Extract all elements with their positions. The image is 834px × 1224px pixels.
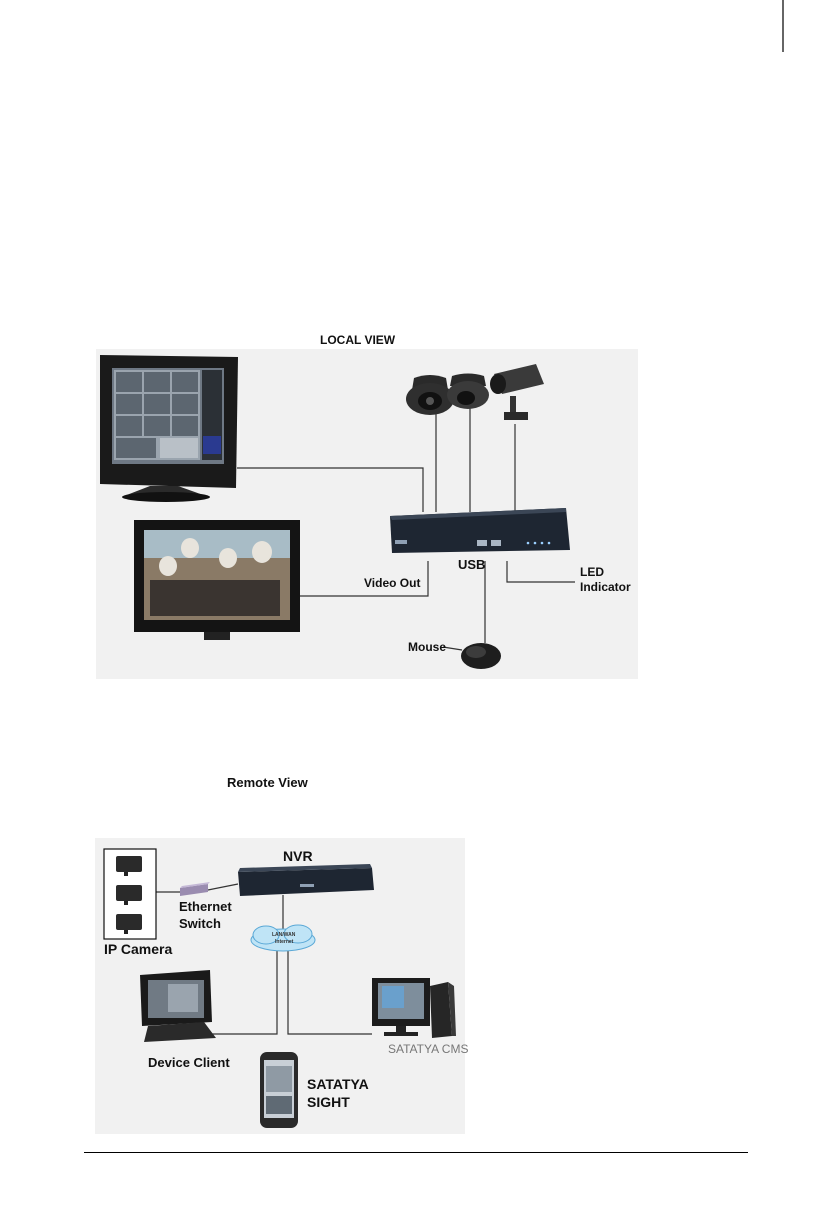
cms-computer — [372, 978, 456, 1038]
footer-rule — [84, 1152, 748, 1153]
lan-wan-cloud — [251, 925, 315, 951]
ethernet-label-line1: Ethernet — [179, 899, 232, 914]
remote-nvr-device — [238, 864, 374, 896]
ip-camera-label: IP Camera — [104, 941, 172, 957]
nvr-label: NVR — [283, 848, 313, 864]
ethernet-switch — [180, 882, 210, 896]
sight-label-line1: SATATYA — [307, 1076, 369, 1092]
ethernet-label-line2: Switch — [179, 916, 221, 931]
sight-label-line2: SIGHT — [307, 1094, 350, 1110]
cloud-label-line1: LAN/WAN — [272, 932, 295, 938]
device-client-monitor — [140, 970, 216, 1042]
satatya-sight-phone — [260, 1052, 298, 1128]
device-client-label: Device Client — [148, 1055, 230, 1070]
cms-label: SATATYA CMS — [388, 1042, 468, 1056]
cloud-label-line2: Internet — [275, 939, 293, 945]
